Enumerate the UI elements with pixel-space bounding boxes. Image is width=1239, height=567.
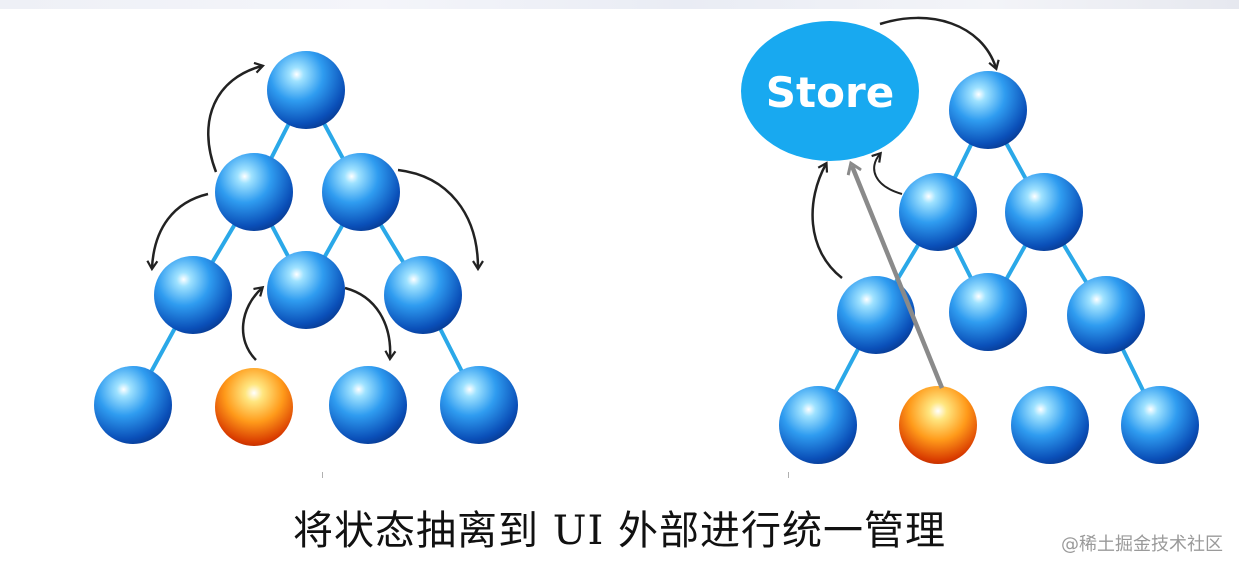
left-node-l3-b bbox=[267, 251, 345, 329]
left-node-leaf-state bbox=[215, 368, 293, 446]
right-node-root bbox=[949, 71, 1027, 149]
left-node-leaf-c bbox=[329, 366, 407, 444]
left-node-l3-a bbox=[154, 256, 232, 334]
right-node-leaf-state bbox=[899, 386, 977, 464]
right-node-l3-b bbox=[949, 273, 1027, 351]
left-node-l2-a bbox=[215, 153, 293, 231]
right-node-l3-c bbox=[1067, 276, 1145, 354]
left-node-root bbox=[267, 51, 345, 129]
right-tree-arrows bbox=[811, 16, 1000, 389]
left-tree-edges bbox=[131, 89, 481, 406]
right-node-leaf-a bbox=[779, 386, 857, 464]
right-node-l3-a bbox=[837, 276, 915, 354]
left-node-leaf-a bbox=[94, 366, 172, 444]
left-node-l2-b bbox=[322, 153, 400, 231]
watermark: @稀土掘金技术社区 bbox=[1061, 534, 1223, 555]
left-node-l3-c bbox=[384, 256, 462, 334]
diagram-caption: 将状态抽离到 UI 外部进行统一管理 bbox=[293, 508, 946, 554]
store-node: Store bbox=[741, 21, 919, 161]
left-tree-arrows bbox=[146, 61, 484, 362]
right-node-leaf-d bbox=[1121, 386, 1199, 464]
right-node-leaf-c bbox=[1011, 386, 1089, 464]
top-image-strip bbox=[0, 0, 1239, 9]
left-tree bbox=[94, 51, 518, 446]
right-node-l2-b bbox=[1005, 173, 1083, 251]
divider-tick-left bbox=[322, 472, 323, 478]
left-node-leaf-d bbox=[440, 366, 518, 444]
right-tree: Store bbox=[741, 16, 1199, 464]
state-tree-diagram: Store bbox=[94, 16, 1199, 464]
divider-tick-right bbox=[788, 472, 789, 478]
right-tree-edges bbox=[816, 109, 1162, 426]
store-label: Store bbox=[766, 68, 894, 117]
right-node-l2-a bbox=[899, 173, 977, 251]
